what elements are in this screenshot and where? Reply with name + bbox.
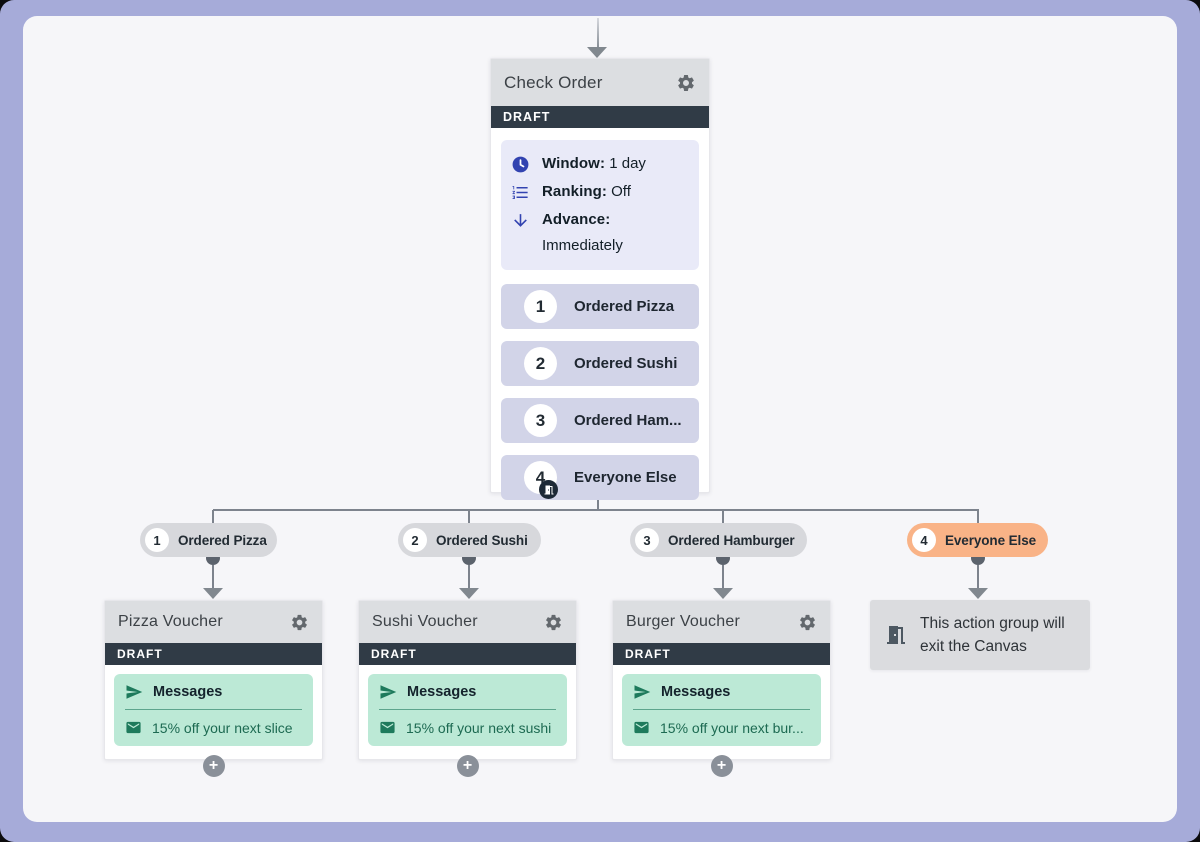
gear-icon[interactable]: [798, 613, 817, 632]
status-badge: DRAFT: [491, 106, 709, 128]
exit-canvas-node[interactable]: This action group will exit the Canvas: [870, 600, 1090, 670]
setting-advance: Advance: Immediately: [511, 207, 689, 259]
add-step-button[interactable]: +: [710, 755, 733, 777]
connector-stub-1: [212, 510, 214, 524]
envelope-icon: [380, 721, 395, 734]
status-badge: DRAFT: [359, 643, 576, 665]
pill-number: 2: [403, 528, 427, 552]
pill-label: Ordered Sushi: [436, 532, 528, 548]
arrowhead-icon: [587, 47, 607, 58]
message-title: 15% off your next slice: [152, 719, 293, 736]
pill-number: 4: [912, 528, 936, 552]
pill-label: Everyone Else: [945, 532, 1037, 548]
arrowhead-icon: [203, 588, 223, 599]
connector-drop-3: [722, 565, 724, 589]
node-title: Sushi Voucher: [372, 613, 478, 630]
node-header[interactable]: Pizza Voucher: [105, 601, 322, 643]
branch-label: Ordered Ham...: [574, 412, 682, 429]
node-title: Burger Voucher: [626, 613, 740, 630]
branch-row-2[interactable]: 2 Ordered Sushi: [501, 341, 699, 386]
connector-branch-bar: [213, 509, 979, 511]
node-body: Messages 15% off your next slice +: [105, 665, 322, 777]
setting-ranking: Ranking: Off: [511, 179, 689, 205]
connector-stub-2: [468, 510, 470, 524]
status-badge: DRAFT: [105, 643, 322, 665]
arrowhead-icon: [459, 588, 479, 599]
branch-label: Ordered Sushi: [574, 355, 678, 372]
pill-number: 1: [145, 528, 169, 552]
status-badge: DRAFT: [613, 643, 830, 665]
branch-number: 2: [524, 347, 557, 380]
messages-label: Messages: [661, 684, 731, 700]
node-body: Window: 1 day Ranking: Off Advance: Imme…: [491, 128, 709, 512]
paper-plane-icon: [126, 685, 143, 699]
setting-value: 1 day: [609, 155, 646, 172]
pill-label: Ordered Hamburger: [668, 532, 795, 548]
exit-node-text: This action group will exit the Canvas: [920, 615, 1065, 655]
gear-icon[interactable]: [676, 73, 696, 93]
connector-trunk: [597, 493, 599, 510]
exit-door-icon: [539, 480, 558, 499]
branch-label: Everyone Else: [574, 469, 677, 486]
message-title: 15% off your next bur...: [660, 719, 804, 736]
setting-label: Ranking:: [542, 183, 607, 200]
branch-row-4[interactable]: 4 Everyone Else: [501, 455, 699, 500]
connector-stub-3: [722, 510, 724, 524]
messages-label: Messages: [407, 684, 477, 700]
exit-door-icon: [887, 626, 905, 644]
node-title: Pizza Voucher: [118, 613, 223, 630]
message-title: 15% off your next sushi: [406, 719, 552, 736]
pill-ordered-hamburger[interactable]: 3 Ordered Hamburger: [630, 523, 807, 557]
envelope-icon: [634, 721, 649, 734]
setting-value: Off: [611, 183, 631, 200]
step-settings-box: Window: 1 day Ranking: Off Advance: Imme…: [501, 140, 699, 270]
branch-row-3[interactable]: 3 Ordered Ham...: [501, 398, 699, 443]
advance-arrow-icon: [514, 214, 527, 227]
gear-icon[interactable]: [544, 613, 563, 632]
messages-group[interactable]: Messages 15% off your next sushi: [368, 674, 567, 746]
paper-plane-icon: [380, 685, 397, 699]
add-step-button[interactable]: +: [202, 755, 225, 777]
setting-value: Immediately: [542, 237, 623, 254]
arrowhead-icon: [713, 588, 733, 599]
branch-number: 1: [524, 290, 557, 323]
pill-label: Ordered Pizza: [178, 532, 267, 548]
setting-label: Window:: [542, 155, 606, 172]
burger-voucher-node[interactable]: Burger Voucher DRAFT Messages 15% off yo…: [612, 600, 831, 777]
pill-number: 3: [635, 528, 659, 552]
gear-icon[interactable]: [290, 613, 309, 632]
connector-top-line: [597, 18, 599, 48]
setting-label: Advance:: [542, 211, 611, 228]
clock-icon: [512, 156, 529, 173]
branch-label: Ordered Pizza: [574, 298, 675, 315]
messages-group[interactable]: Messages 15% off your next bur...: [622, 674, 821, 746]
node-header[interactable]: Sushi Voucher: [359, 601, 576, 643]
pill-ordered-pizza[interactable]: 1 Ordered Pizza: [140, 523, 277, 557]
add-step-button[interactable]: +: [456, 755, 479, 777]
setting-window: Window: 1 day: [511, 151, 689, 177]
pill-ordered-sushi[interactable]: 2 Ordered Sushi: [398, 523, 541, 557]
branch-row-1[interactable]: 1 Ordered Pizza: [501, 284, 699, 329]
envelope-icon: [126, 721, 141, 734]
pizza-voucher-node[interactable]: Pizza Voucher DRAFT Messages 15% off you…: [104, 600, 323, 777]
arrowhead-icon: [968, 588, 988, 599]
node-body: Messages 15% off your next sushi +: [359, 665, 576, 777]
ranking-icon: [512, 186, 528, 199]
connector-drop-1: [212, 565, 214, 589]
node-header[interactable]: Check Order: [491, 59, 709, 106]
node-body: Messages 15% off your next bur... +: [613, 665, 830, 777]
messages-group[interactable]: Messages 15% off your next slice: [114, 674, 313, 746]
connector-drop-2: [468, 565, 470, 589]
branch-number: 3: [524, 404, 557, 437]
sushi-voucher-node[interactable]: Sushi Voucher DRAFT Messages 15% off you…: [358, 600, 577, 777]
connector-stub-4: [977, 510, 979, 524]
check-order-node[interactable]: Check Order DRAFT Window: 1 day Ranking:…: [490, 58, 710, 500]
connector-drop-4: [977, 565, 979, 589]
messages-label: Messages: [153, 684, 223, 700]
paper-plane-icon: [634, 685, 651, 699]
pill-everyone-else[interactable]: 4 Everyone Else: [907, 523, 1048, 557]
node-title: Check Order: [504, 72, 603, 92]
node-header[interactable]: Burger Voucher: [613, 601, 830, 643]
